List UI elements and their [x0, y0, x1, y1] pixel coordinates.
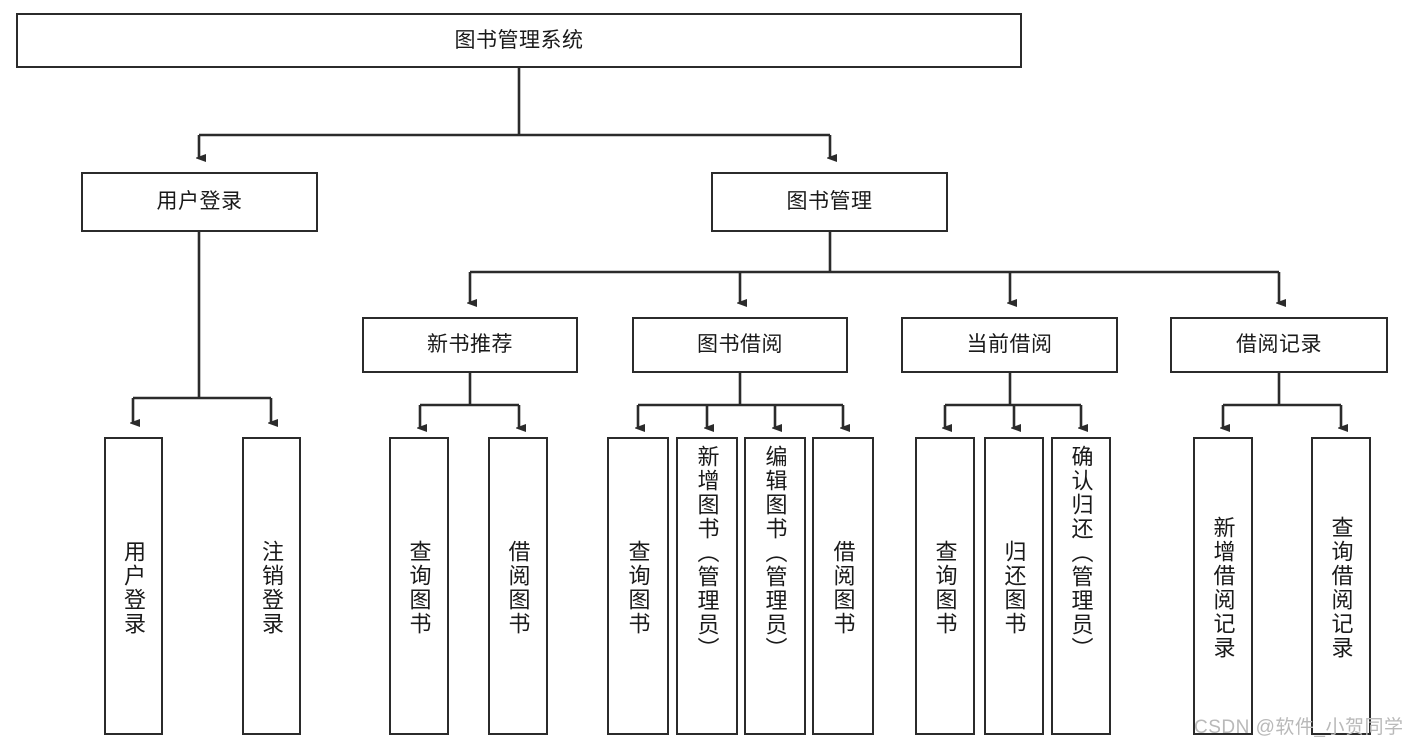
- node-label: 注销登录: [259, 540, 285, 636]
- leaf-add-borrow-record[interactable]: 新增借阅记录: [1193, 437, 1253, 735]
- node-label: 新增借阅记录: [1210, 516, 1236, 660]
- node-book-borrow[interactable]: 图书借阅: [632, 317, 848, 373]
- node-root-system[interactable]: 图书管理系统: [16, 13, 1022, 68]
- node-label: 确认归还（管理员）: [1068, 445, 1094, 661]
- node-label: 图书管理系统: [454, 28, 584, 52]
- node-label: 用户登录: [121, 540, 147, 636]
- node-label: 借阅图书: [505, 540, 531, 636]
- node-label: 借阅记录: [1236, 333, 1322, 357]
- watermark-text: CSDN @软件_小贺同学: [1194, 717, 1404, 738]
- node-label: 借阅图书: [830, 540, 856, 636]
- leaf-borrow-book[interactable]: 借阅图书: [812, 437, 874, 735]
- node-label: 查询图书: [625, 540, 651, 636]
- node-label: 查询借阅记录: [1328, 516, 1354, 660]
- leaf-query-book-recommend[interactable]: 查询图书: [389, 437, 449, 735]
- leaf-logout-login[interactable]: 注销登录: [242, 437, 301, 735]
- node-label: 归还图书: [1001, 540, 1027, 636]
- leaf-query-book-current[interactable]: 查询图书: [915, 437, 975, 735]
- node-label: 当前借阅: [966, 333, 1053, 357]
- leaf-borrow-book-recommend[interactable]: 借阅图书: [488, 437, 548, 735]
- leaf-query-book-borrow[interactable]: 查询图书: [607, 437, 669, 735]
- leaf-user-login[interactable]: 用户登录: [104, 437, 163, 735]
- node-label: 用户登录: [156, 190, 243, 214]
- leaf-query-borrow-record[interactable]: 查询借阅记录: [1311, 437, 1371, 735]
- node-borrow-record[interactable]: 借阅记录: [1170, 317, 1388, 373]
- node-label: 编辑图书（管理员）: [762, 445, 788, 661]
- node-label: 新增图书（管理员）: [694, 445, 720, 661]
- node-label: 新书推荐: [427, 333, 513, 357]
- node-label: 查询图书: [932, 540, 958, 636]
- leaf-confirm-return-admin[interactable]: 确认归还（管理员）: [1051, 437, 1111, 735]
- node-label: 查询图书: [406, 540, 432, 636]
- node-current-borrow[interactable]: 当前借阅: [901, 317, 1118, 373]
- node-book-management[interactable]: 图书管理: [711, 172, 948, 232]
- node-label: 图书管理: [786, 190, 873, 214]
- node-new-book-recommend[interactable]: 新书推荐: [362, 317, 578, 373]
- leaf-add-book-admin[interactable]: 新增图书（管理员）: [676, 437, 738, 735]
- leaf-return-book[interactable]: 归还图书: [984, 437, 1044, 735]
- node-label: 图书借阅: [697, 333, 783, 357]
- node-user-login[interactable]: 用户登录: [81, 172, 318, 232]
- leaf-edit-book-admin[interactable]: 编辑图书（管理员）: [744, 437, 806, 735]
